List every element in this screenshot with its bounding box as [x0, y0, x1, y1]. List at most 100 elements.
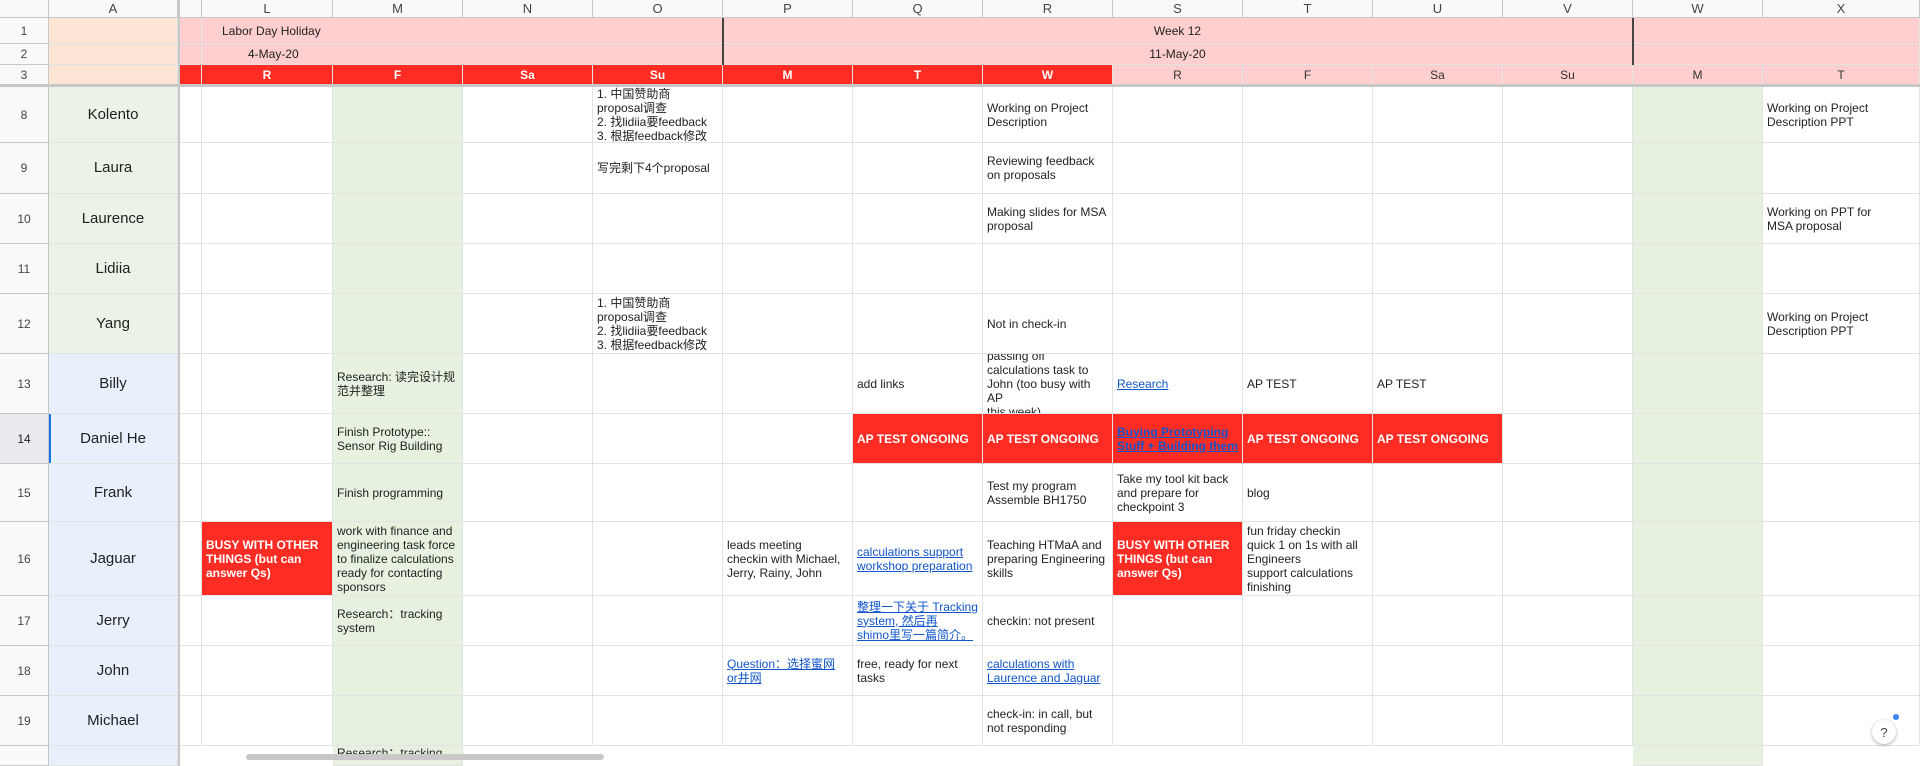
cell-v15[interactable]: [1503, 464, 1633, 522]
cell-m19[interactable]: [333, 696, 463, 746]
cell-x11[interactable]: [1763, 244, 1920, 294]
cell-p15[interactable]: [723, 464, 853, 522]
cell-x14[interactable]: [1763, 414, 1920, 464]
cell-n8[interactable]: [463, 87, 593, 143]
cell-p18[interactable]: Question：选择蜜网 or井网: [723, 646, 853, 696]
row-header-16[interactable]: 16: [0, 522, 49, 596]
row-header-14[interactable]: 14: [0, 414, 49, 464]
row-header-3[interactable]: 3: [0, 65, 49, 85]
cell-hidden-col-row19[interactable]: [178, 696, 202, 746]
cell-o12[interactable]: 1. 中国赞助商 proposal调查 2. 找lidiia要feedback …: [593, 294, 723, 354]
cell-s9[interactable]: [1113, 143, 1243, 194]
row-header-10[interactable]: 10: [0, 194, 49, 244]
cell-q18[interactable]: free, ready for next tasks: [853, 646, 983, 696]
column-header-l[interactable]: L: [202, 0, 333, 18]
cell-w12[interactable]: [1633, 294, 1763, 354]
cell-w11[interactable]: [1633, 244, 1763, 294]
cell-m17[interactable]: Research：tracking system: [333, 596, 463, 646]
cell-q8[interactable]: [853, 87, 983, 143]
cell-r16[interactable]: Teaching HTMaA and preparing Engineering…: [983, 522, 1113, 596]
row-header-19[interactable]: 19: [0, 696, 49, 746]
row-header-18[interactable]: 18: [0, 646, 49, 696]
cell-m14[interactable]: Finish Prototype:: Sensor Rig Building: [333, 414, 463, 464]
cell-w19[interactable]: [1633, 696, 1763, 746]
cell-p14[interactable]: [723, 414, 853, 464]
cell-a3[interactable]: [49, 65, 178, 85]
cell-v11[interactable]: [1503, 244, 1633, 294]
cell-v18[interactable]: [1503, 646, 1633, 696]
cell-m13[interactable]: Research: 读完设计规 范并整理: [333, 354, 463, 414]
help-button[interactable]: ?: [1872, 720, 1896, 744]
cell-u16[interactable]: [1373, 522, 1503, 596]
cell-x17[interactable]: [1763, 596, 1920, 646]
cell-q13[interactable]: add links: [853, 354, 983, 414]
cell-s11[interactable]: [1113, 244, 1243, 294]
cell-hidden-col-row17[interactable]: [178, 596, 202, 646]
cell-t8[interactable]: [1243, 87, 1373, 143]
cell-r13[interactable]: passing off calculations task to John (t…: [983, 354, 1113, 414]
cell-q17[interactable]: 整理一下关于 Tracking system, 然后再 shimo里写一篇简介。: [853, 596, 983, 646]
cell-m9[interactable]: [333, 143, 463, 194]
cell-o17[interactable]: [593, 596, 723, 646]
cell-a1[interactable]: [49, 18, 178, 44]
cell-hidden-col-row2[interactable]: [178, 44, 202, 65]
cell-u17[interactable]: [1373, 596, 1503, 646]
cell-u12[interactable]: [1373, 294, 1503, 354]
cell-x10[interactable]: Working on PPT for MSA proposal: [1763, 194, 1920, 244]
cell-n13[interactable]: [463, 354, 593, 414]
cell-hidden-col-row14[interactable]: [178, 414, 202, 464]
cell-w15[interactable]: [1633, 464, 1763, 522]
select-all-corner[interactable]: [0, 0, 49, 18]
cell-p19[interactable]: [723, 696, 853, 746]
horizontal-scrollbar[interactable]: [246, 754, 604, 760]
cell-v8[interactable]: [1503, 87, 1633, 143]
cell-text-s13[interactable]: Research: [1117, 376, 1169, 391]
cell-u15[interactable]: [1373, 464, 1503, 522]
cell-q15[interactable]: [853, 464, 983, 522]
cell-o18[interactable]: [593, 646, 723, 696]
cell-v14[interactable]: [1503, 414, 1633, 464]
cell-s15[interactable]: Take my tool kit back and prepare for ch…: [1113, 464, 1243, 522]
row-header-17[interactable]: 17: [0, 596, 49, 646]
cell-hidden-col-row13[interactable]: [178, 354, 202, 414]
cell-s17[interactable]: [1113, 596, 1243, 646]
cell-l18[interactable]: [202, 646, 333, 696]
cell-hidden-col-row15[interactable]: [178, 464, 202, 522]
cell-u19[interactable]: [1373, 696, 1503, 746]
cell-m11[interactable]: [333, 244, 463, 294]
cell-p9[interactable]: [723, 143, 853, 194]
cell-t10[interactable]: [1243, 194, 1373, 244]
name-cell-kolento[interactable]: Kolento: [49, 87, 178, 143]
cell-w17[interactable]: [1633, 596, 1763, 646]
column-header-hidden[interactable]: [178, 0, 202, 18]
name-cell-laurence[interactable]: Laurence: [49, 194, 178, 244]
cell-a2[interactable]: [49, 44, 178, 65]
cell-hidden-col-row3[interactable]: [178, 65, 202, 85]
cell-t14[interactable]: AP TEST ONGOING: [1243, 414, 1373, 464]
cell-t9[interactable]: [1243, 143, 1373, 194]
cell-m18[interactable]: [333, 646, 463, 696]
cell-hidden-col-row8[interactable]: [178, 87, 202, 143]
column-header-u[interactable]: U: [1373, 0, 1503, 18]
cell-u18[interactable]: [1373, 646, 1503, 696]
cell-m16[interactable]: work with finance and engineering task f…: [333, 522, 463, 596]
cell-o11[interactable]: [593, 244, 723, 294]
cell-p11[interactable]: [723, 244, 853, 294]
cell-hidden-col-row1[interactable]: [178, 18, 202, 44]
column-header-w[interactable]: W: [1633, 0, 1763, 18]
cell-v10[interactable]: [1503, 194, 1633, 244]
cell-r11[interactable]: [983, 244, 1113, 294]
cell-t19[interactable]: [1243, 696, 1373, 746]
cell-v19[interactable]: [1503, 696, 1633, 746]
cell-text-p18[interactable]: Question：选择蜜网 or井网: [727, 656, 836, 685]
cell-o16[interactable]: [593, 522, 723, 596]
cell-q10[interactable]: [853, 194, 983, 244]
cell-u14[interactable]: AP TEST ONGOING: [1373, 414, 1503, 464]
cell-w16[interactable]: [1633, 522, 1763, 596]
cell-text-q17[interactable]: 整理一下关于 Tracking system, 然后再 shimo里写一篇简介。: [857, 599, 978, 642]
cell-text-r18[interactable]: calculations with Laurence and Jaguar: [987, 656, 1101, 685]
cell-v9[interactable]: [1503, 143, 1633, 194]
cell-l8[interactable]: [202, 87, 333, 143]
cell-r17[interactable]: checkin: not present: [983, 596, 1113, 646]
cell-l14[interactable]: [202, 414, 333, 464]
